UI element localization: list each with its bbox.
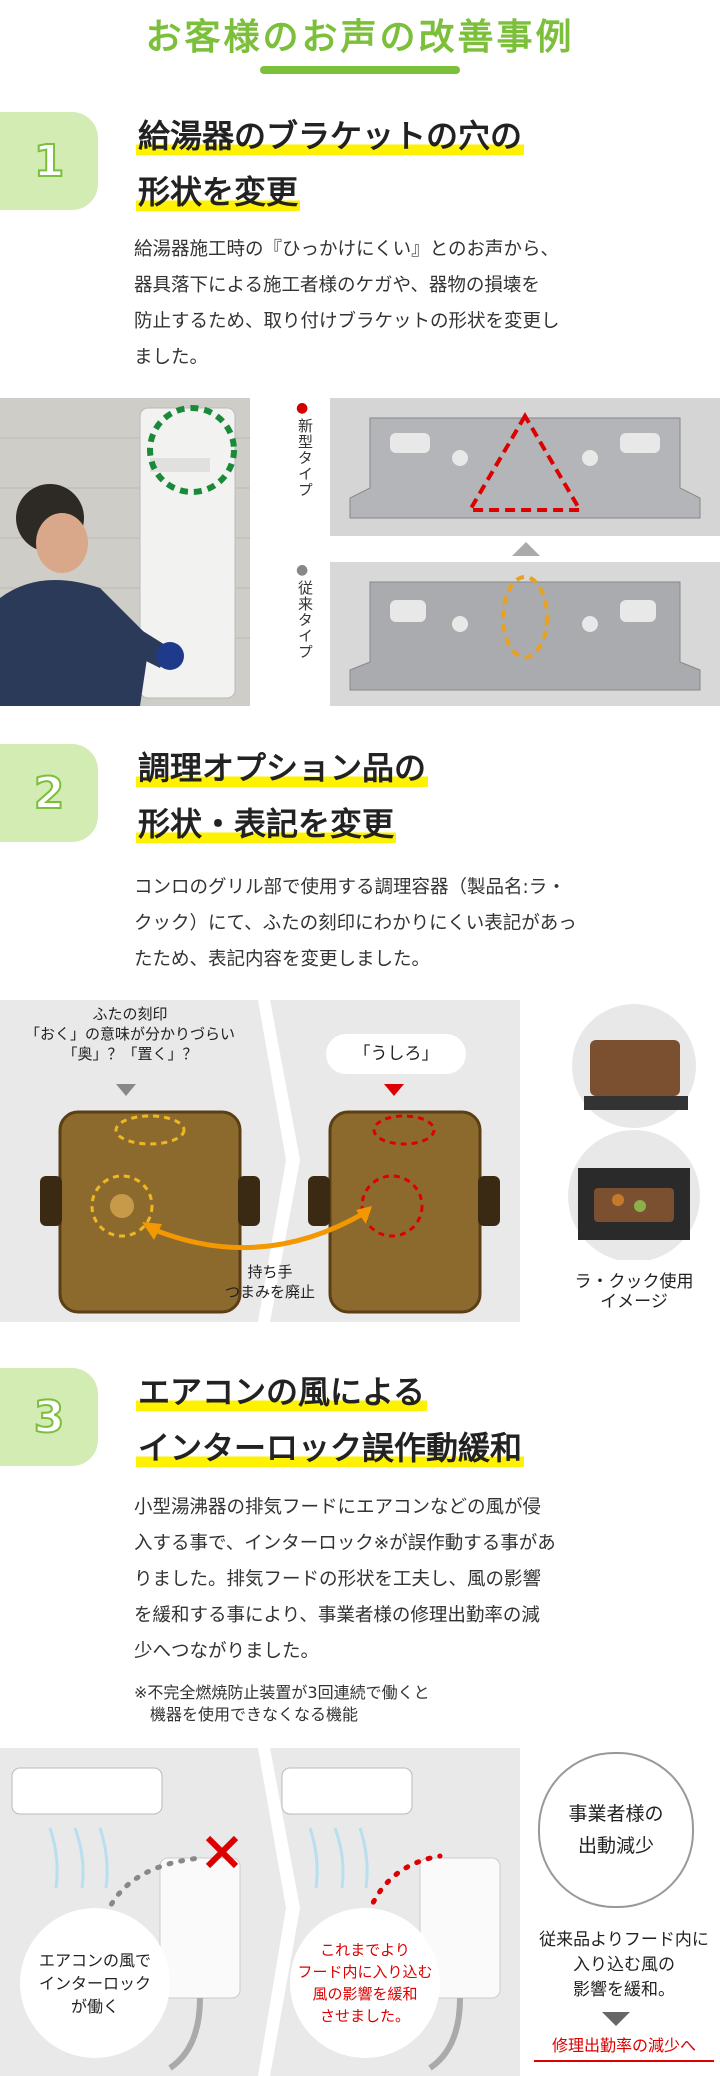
page-title: お客様のお声の改善事例 xyxy=(145,17,575,58)
section-body: 小型湯沸器の排気フードにエアコンなどの風が侵 入する事で、インターロック※が誤作… xyxy=(134,1497,556,1662)
bubble-right: これまでより フード内に入り込む 風の影響を緩和 させました。 xyxy=(290,1908,440,2058)
section-heading: 調理オプション品の 形状・表記を変更 xyxy=(136,749,429,843)
installation-photo xyxy=(0,398,250,706)
section-number-badge: 3 xyxy=(0,1368,98,1466)
result-final-underline xyxy=(534,2060,714,2062)
usage-image: ラ・クック使用 イメージ xyxy=(548,1000,720,1322)
aircon-comparison: エアコンの風で インターロック が働く これまでより フード内に入り込む 風の影… xyxy=(0,1748,520,2076)
up-arrow-icon xyxy=(512,542,540,556)
result-circle: 事業者様の 出動減少 xyxy=(538,1752,694,1908)
section-body: コンロのグリル部で使用する調理容器（製品名:ラ・ クック）にて、ふたの刻印にわか… xyxy=(134,877,577,970)
section-heading: 給湯器のブラケットの穴の 形状を変更 xyxy=(136,117,525,211)
caption-right-bubble: 「うしろ」 xyxy=(326,1034,466,1074)
down-arrow-icon xyxy=(602,2012,630,2026)
grill-pan-comparison: ふたの刻印 「おく」の意味が分かりづらい 「奥」？「置く」？ 「うしろ」 持ち手… xyxy=(0,1000,520,1322)
bubble-left: エアコンの風で インターロック が働く xyxy=(20,1908,170,2058)
result-text: 従来品よりフード内に 入り込む風の 影響を緩和。 xyxy=(539,1930,709,2000)
title-underline xyxy=(260,66,460,74)
new-type-dot: ● xyxy=(296,400,309,416)
section-body: 給湯器施工時の『ひっかけにくい』とのお声から、 器具落下による施工者様のケガや、… xyxy=(134,239,560,368)
caption-left: ふたの刻印 「おく」の意味が分かりづらい 「奥」？「置く」？ xyxy=(24,1005,235,1063)
footnote: ※不完全燃焼防止装置が3回連続で働くと 機器を使用できなくなる機能 xyxy=(134,1683,430,1724)
new-type-label: 新型タイプ xyxy=(296,418,314,498)
old-type-label: 従来タイプ xyxy=(296,580,314,660)
old-type-dot: ● xyxy=(296,562,309,578)
section-heading: エアコンの風による インターロック誤作動緩和 xyxy=(136,1373,525,1467)
section-number-badge: 1 xyxy=(0,112,98,210)
section-number-badge: 2 xyxy=(0,744,98,842)
old-bracket-photo xyxy=(330,562,720,706)
result-final: 修理出勤率の減少へ xyxy=(551,2036,696,2055)
usage-caption: ラ・クック使用 イメージ xyxy=(574,1272,694,1312)
caption-center: 持ち手 つまみを廃止 xyxy=(224,1263,315,1301)
new-bracket-photo xyxy=(330,398,720,536)
